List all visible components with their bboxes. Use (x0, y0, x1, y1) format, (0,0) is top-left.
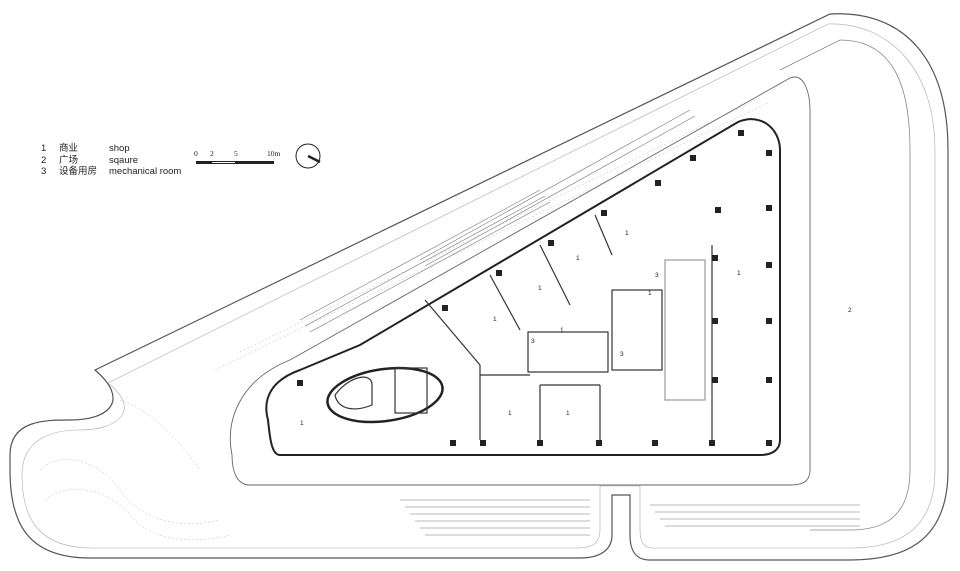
room-label: 1 (493, 316, 497, 323)
room-label: 1 (560, 327, 564, 334)
room-label: 3 (655, 272, 659, 279)
room-label: 3 (620, 351, 624, 358)
scale-bar-segment (235, 161, 274, 164)
room-label: 1 (538, 285, 542, 292)
room-label: 1 (576, 255, 580, 262)
scale-tick: 2 (210, 149, 214, 158)
scale-bar-segment (196, 161, 212, 164)
stepped-seating (400, 499, 860, 536)
legend-label-cn: 设备用房 (59, 166, 98, 177)
legend-label-en: shop (109, 143, 130, 154)
legend-label-cn: 商业 (59, 143, 79, 154)
room-label: 1 (737, 270, 741, 277)
diagonal-seating (299, 109, 696, 333)
room-label: 3 (531, 338, 535, 345)
room-label: 2 (848, 307, 852, 314)
room-label: 1 (300, 420, 304, 427)
legend-item: 3 设备用房 mechanical room (41, 166, 181, 178)
room-label: 1 (508, 410, 512, 417)
legend-number: 3 (41, 166, 47, 177)
plaza-edge (779, 39, 911, 531)
legend-label-en: sqaure (109, 154, 139, 166)
room-label: 1 (566, 410, 570, 417)
columns (297, 130, 772, 446)
partitions (334, 214, 713, 440)
scale-bar: 0 2 5 10m (193, 149, 285, 175)
scale-tick: 10m (267, 149, 281, 158)
room-label: 1 (625, 230, 629, 237)
legend-item: 2 广场 sqaure (41, 155, 181, 167)
north-arrow-icon (295, 143, 321, 169)
legend-item: 1 商业 shop (41, 143, 181, 155)
scale-tick: 0 (194, 149, 198, 158)
legend-label-en: mechanical room (109, 166, 182, 177)
room-label: 1 (648, 290, 652, 297)
road-edge (21, 23, 936, 549)
legend-label-cn: 广场 (59, 154, 79, 166)
podium-edge (229, 76, 811, 486)
site-outline (9, 13, 949, 561)
landscape-contours (39, 399, 231, 540)
legend-number: 2 (41, 154, 47, 166)
planting-strip-top (214, 97, 771, 371)
scale-tick: 5 (234, 149, 238, 158)
legend-number: 1 (41, 143, 47, 154)
legend: 1 商业 shop 2 广场 sqaure 3 设备用房 mechanical … (41, 143, 181, 178)
